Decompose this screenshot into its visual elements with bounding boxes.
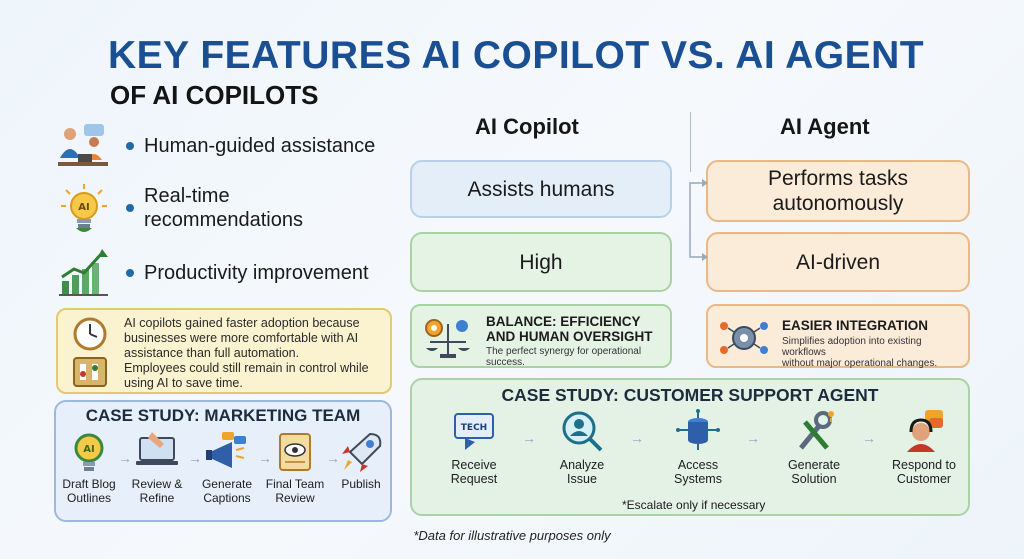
copilot-control-cell: High bbox=[410, 232, 672, 292]
arrow-icon: → bbox=[258, 450, 272, 466]
step-label: Generate Captions bbox=[201, 477, 253, 505]
rocket-icon bbox=[342, 432, 382, 472]
svg-text:AI: AI bbox=[78, 202, 89, 213]
page-subtitle: OF AI COPILOTS bbox=[110, 80, 319, 110]
integration-gears-icon bbox=[720, 322, 768, 354]
step-label: Final Team Review bbox=[265, 477, 325, 505]
workflow-step: Access Systems bbox=[656, 408, 740, 486]
feature-item: AI Real-time recommendations bbox=[56, 182, 303, 234]
agent-column-header: AI Agent bbox=[780, 114, 870, 139]
megaphone-icon bbox=[206, 432, 246, 468]
note-paragraph: Employees could still remain in control … bbox=[124, 361, 369, 390]
column-divider bbox=[690, 112, 691, 172]
clock-icon bbox=[73, 317, 107, 351]
tools-icon bbox=[799, 411, 834, 450]
footnote: *Data for illustrative purposes only bbox=[413, 528, 611, 543]
balance-scale-icon bbox=[425, 319, 470, 358]
ai-lightbulb-icon: AI bbox=[61, 184, 107, 232]
ai-bulb-icon: AI bbox=[74, 433, 104, 471]
workflow-step: Publish bbox=[328, 430, 394, 492]
adoption-note: AI copilots gained faster adoption becau… bbox=[56, 308, 392, 394]
laptop-hand-icon bbox=[136, 432, 178, 465]
copilot-feature-box: BALANCE: EFFICIENCY AND HUMAN OVERSIGHT … bbox=[410, 304, 672, 368]
agent-control-cell: AI-driven bbox=[706, 232, 970, 292]
scroll-eye-icon bbox=[279, 433, 311, 471]
workflow-step: Review & Refine bbox=[124, 430, 190, 505]
agent-role-cell: Performs tasks autonomously bbox=[706, 160, 970, 222]
svg-text:TECH: TECH bbox=[461, 423, 487, 433]
step-label: Generate Solution bbox=[787, 458, 841, 486]
feature-text: Human-guided assistance bbox=[144, 135, 376, 157]
control-panel-icon bbox=[73, 357, 107, 387]
arrow-icon: → bbox=[118, 450, 132, 466]
workflow-step: Generate Captions bbox=[194, 430, 260, 505]
magnify-person-icon bbox=[562, 411, 603, 452]
arrow-icon: → bbox=[862, 430, 876, 446]
agent-feature-box: EASIER INTEGRATION Simplifies adoption i… bbox=[706, 304, 970, 369]
case-study-title: CASE STUDY: MARKETING TEAM bbox=[85, 406, 361, 425]
workflow-step: Respond to Customer bbox=[882, 408, 966, 486]
note-paragraph: AI copilots gained faster adoption becau… bbox=[124, 316, 360, 360]
copilot-column-header: AI Copilot bbox=[475, 114, 579, 139]
feature-heading: EASIER INTEGRATION bbox=[782, 318, 929, 333]
workflow-step: AI Draft Blog Outlines bbox=[56, 430, 122, 505]
database-icon bbox=[676, 409, 720, 450]
step-label: Draft Blog Outlines bbox=[62, 477, 116, 505]
step-label: Publish bbox=[341, 477, 381, 491]
step-label: Access Systems bbox=[674, 458, 722, 486]
headset-agent-icon bbox=[907, 410, 943, 452]
tech-ticket-icon: TECH bbox=[454, 413, 494, 450]
step-label: Review & Refine bbox=[131, 477, 183, 505]
step-label: Receive Request bbox=[450, 458, 498, 486]
step-label: Analyze Issue bbox=[559, 458, 605, 486]
arrow-icon: → bbox=[188, 450, 202, 466]
feature-subtext: Simplifies adoption into existing workfl… bbox=[782, 336, 938, 369]
arrow-icon: → bbox=[326, 450, 340, 466]
escalation-note: *Escalate only if necessary bbox=[622, 498, 766, 512]
arrow-icon: → bbox=[630, 430, 644, 446]
workflow-step: Analyze Issue bbox=[540, 408, 624, 486]
step-label: Respond to Customer bbox=[892, 458, 956, 486]
team-support-icon bbox=[58, 124, 108, 166]
feature-item: Productivity improvement bbox=[56, 247, 369, 299]
page-title: KEY FEATURES AI COPILOT VS. AI AGENT bbox=[108, 34, 925, 77]
feature-item: Human-guided assistance bbox=[56, 120, 375, 172]
workflow-step: Final Team Review bbox=[262, 430, 328, 505]
feature-heading: BALANCE: EFFICIENCY AND HUMAN OVERSIGHT bbox=[486, 314, 653, 344]
support-case-study: CASE STUDY: CUSTOMER SUPPORT AGENT TECH … bbox=[410, 378, 970, 516]
arrow-icon: → bbox=[746, 430, 760, 446]
arrow-icon: → bbox=[522, 430, 536, 446]
marketing-case-study: CASE STUDY: MARKETING TEAM AI Draft Blog… bbox=[54, 400, 392, 522]
feature-text: Real-time recommendations bbox=[144, 185, 303, 231]
workflow-step: TECH Receive Request bbox=[432, 408, 516, 486]
feature-text: Productivity improvement bbox=[144, 262, 369, 284]
case-study-title: CASE STUDY: CUSTOMER SUPPORT AGENT bbox=[501, 385, 879, 405]
connector-icon bbox=[689, 179, 708, 261]
svg-text:AI: AI bbox=[83, 444, 94, 455]
feature-subtext: The perfect synergy for operational succ… bbox=[486, 346, 642, 368]
workflow-step: Generate Solution bbox=[772, 408, 856, 486]
growth-chart-icon bbox=[59, 249, 108, 296]
copilot-role-cell: Assists humans bbox=[410, 160, 672, 218]
